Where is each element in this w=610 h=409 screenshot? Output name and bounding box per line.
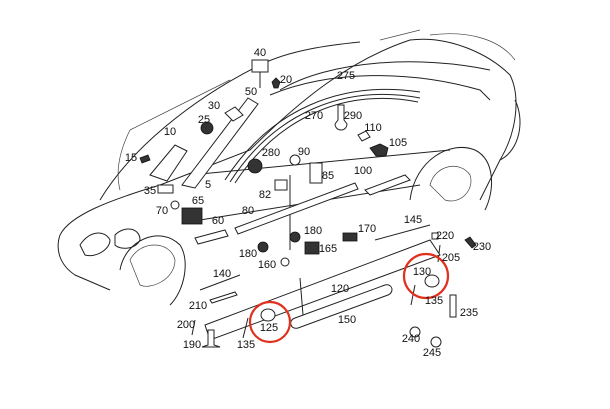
part-280 bbox=[247, 158, 263, 174]
label-65[interactable]: 65 bbox=[192, 195, 204, 207]
leader-120 bbox=[299, 277, 304, 316]
label-90[interactable]: 90 bbox=[298, 146, 310, 158]
label-160[interactable]: 160 bbox=[258, 259, 276, 271]
part-labels: 40 20 50 275 30 25 290 270 10 110 105 15… bbox=[125, 47, 491, 359]
part-170 bbox=[342, 232, 358, 242]
label-35[interactable]: 35 bbox=[144, 185, 156, 197]
label-140[interactable]: 140 bbox=[213, 268, 231, 280]
part-190 bbox=[201, 329, 221, 348]
label-245[interactable]: 245 bbox=[423, 347, 441, 359]
label-80[interactable]: 80 bbox=[242, 205, 254, 217]
part-180-upper bbox=[289, 231, 301, 243]
part-40 bbox=[251, 59, 269, 73]
label-105[interactable]: 105 bbox=[389, 137, 407, 149]
part-130 bbox=[424, 274, 440, 288]
label-145[interactable]: 145 bbox=[404, 214, 422, 226]
label-205[interactable]: 205 bbox=[442, 252, 460, 264]
label-240[interactable]: 240 bbox=[402, 333, 420, 345]
label-40[interactable]: 40 bbox=[254, 47, 266, 59]
part-90 bbox=[289, 154, 301, 166]
part-20 bbox=[271, 77, 281, 89]
parts bbox=[139, 59, 477, 348]
part-82 bbox=[274, 179, 288, 191]
label-220[interactable]: 220 bbox=[436, 230, 454, 242]
part-125 bbox=[260, 308, 276, 322]
part-35 bbox=[157, 184, 174, 194]
part-140 bbox=[199, 274, 241, 291]
label-100[interactable]: 100 bbox=[354, 165, 372, 177]
label-60[interactable]: 60 bbox=[212, 215, 224, 227]
part-60 bbox=[194, 229, 229, 245]
part-50-pillar bbox=[181, 97, 259, 189]
label-5[interactable]: 5 bbox=[205, 179, 211, 191]
label-270[interactable]: 270 bbox=[305, 110, 323, 122]
part-10 bbox=[149, 144, 188, 182]
part-240 bbox=[409, 326, 421, 338]
label-25[interactable]: 25 bbox=[198, 114, 210, 126]
label-10[interactable]: 10 bbox=[164, 126, 176, 138]
label-165[interactable]: 165 bbox=[319, 243, 337, 255]
label-82[interactable]: 82 bbox=[259, 189, 271, 201]
label-180-lower[interactable]: 180 bbox=[239, 248, 257, 260]
label-135-right[interactable]: 135 bbox=[425, 295, 443, 307]
part-70 bbox=[170, 200, 180, 210]
label-125[interactable]: 125 bbox=[260, 322, 278, 334]
label-120[interactable]: 120 bbox=[331, 283, 349, 295]
part-230 bbox=[464, 236, 477, 249]
label-180-upper[interactable]: 180 bbox=[304, 225, 322, 237]
label-210[interactable]: 210 bbox=[189, 300, 207, 312]
part-145 bbox=[374, 224, 431, 241]
part-110 bbox=[357, 130, 371, 142]
label-235[interactable]: 235 bbox=[460, 307, 478, 319]
part-80 bbox=[234, 182, 359, 235]
part-290 bbox=[334, 104, 348, 131]
part-200 bbox=[191, 319, 196, 336]
label-130[interactable]: 130 bbox=[413, 266, 431, 278]
label-110[interactable]: 110 bbox=[364, 122, 382, 134]
label-20[interactable]: 20 bbox=[280, 74, 292, 86]
part-210 bbox=[209, 291, 238, 304]
part-160 bbox=[280, 257, 290, 267]
label-275[interactable]: 275 bbox=[337, 70, 355, 82]
part-100 bbox=[364, 174, 411, 196]
part-220 bbox=[431, 232, 439, 240]
part-165 bbox=[304, 241, 320, 255]
label-280[interactable]: 280 bbox=[262, 147, 280, 159]
highlight-circle-125 bbox=[248, 300, 292, 344]
label-30[interactable]: 30 bbox=[208, 100, 220, 112]
label-15[interactable]: 15 bbox=[125, 152, 137, 164]
label-70[interactable]: 70 bbox=[156, 205, 168, 217]
part-180-lower bbox=[257, 241, 269, 253]
part-30 bbox=[224, 106, 244, 122]
part-15 bbox=[139, 154, 151, 164]
part-85 bbox=[309, 162, 323, 184]
label-50[interactable]: 50 bbox=[245, 86, 257, 98]
label-170[interactable]: 170 bbox=[358, 223, 376, 235]
part-245 bbox=[430, 336, 442, 348]
label-190[interactable]: 190 bbox=[183, 339, 201, 351]
label-150[interactable]: 150 bbox=[338, 314, 356, 326]
part-25 bbox=[200, 121, 214, 135]
label-200[interactable]: 200 bbox=[177, 319, 195, 331]
label-135-left[interactable]: 135 bbox=[237, 339, 255, 351]
label-230[interactable]: 230 bbox=[473, 241, 491, 253]
highlight-circle-130 bbox=[402, 252, 450, 300]
part-235 bbox=[449, 294, 457, 318]
label-290[interactable]: 290 bbox=[344, 110, 362, 122]
label-85[interactable]: 85 bbox=[322, 170, 334, 182]
part-65 bbox=[181, 207, 203, 225]
part-105 bbox=[369, 143, 389, 157]
